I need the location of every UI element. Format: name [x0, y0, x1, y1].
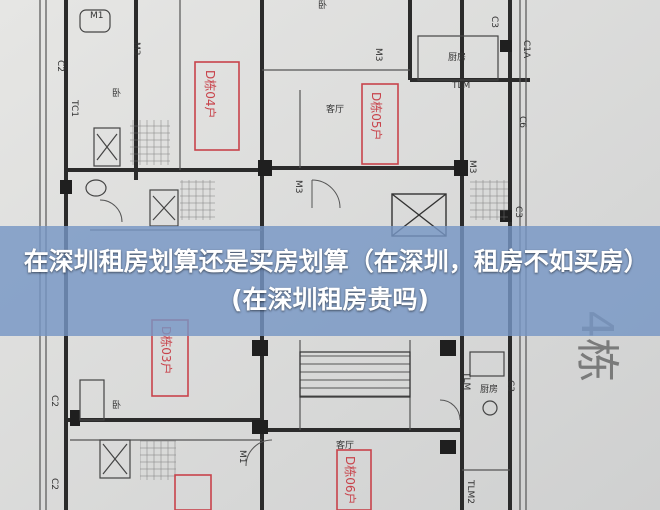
svg-text:M1: M1 — [237, 450, 247, 464]
svg-text:C6: C6 — [517, 116, 527, 128]
svg-text:C1A: C1A — [521, 40, 531, 59]
unit-label-04: D栋04户 — [203, 70, 218, 119]
svg-text:卧: 卧 — [112, 399, 121, 411]
svg-text:M3: M3 — [293, 180, 303, 194]
svg-text:厨房: 厨房 — [480, 383, 498, 395]
svg-text:C3: C3 — [513, 206, 523, 218]
svg-text:TLM: TLM — [451, 81, 470, 91]
svg-text:TLM2: TLM2 — [465, 479, 475, 504]
svg-text:C3: C3 — [505, 380, 515, 392]
svg-text:C2: C2 — [49, 478, 59, 490]
svg-text:M3: M3 — [373, 48, 383, 62]
plan-labels: M3 M3 M3 M3 M1 M1 TC1 C1A C6 C3 C3 C2 C2… — [49, 0, 531, 504]
svg-text:TC1: TC1 — [69, 99, 79, 117]
svg-text:客厅: 客厅 — [336, 439, 354, 451]
svg-text:M3: M3 — [131, 42, 141, 56]
headline-banner: 在深圳租房划算还是买房划算（在深圳，租房不如买房）(在深圳租房贵吗) — [0, 226, 660, 336]
svg-text:客厅: 客厅 — [326, 103, 344, 115]
svg-text:厨房: 厨房 — [448, 51, 466, 63]
svg-text:C2: C2 — [55, 60, 65, 72]
svg-text:M1: M1 — [90, 11, 104, 21]
stairs — [300, 352, 410, 397]
svg-text:卧: 卧 — [318, 0, 327, 11]
door-swings — [99, 179, 461, 467]
svg-text:卧: 卧 — [112, 87, 121, 99]
svg-text:C2: C2 — [49, 395, 59, 407]
svg-text:M3: M3 — [467, 160, 477, 174]
unit-label-06: D栋06户 — [343, 456, 358, 505]
svg-text:C3: C3 — [489, 16, 499, 28]
svg-text:TLM: TLM — [461, 371, 471, 390]
unit-label-03: D栋03户 — [159, 326, 174, 375]
headline: 在深圳租房划算还是买房划算（在深圳，租房不如买房）(在深圳租房贵吗) — [23, 247, 637, 314]
unit-label-05: D栋05户 — [369, 92, 384, 141]
